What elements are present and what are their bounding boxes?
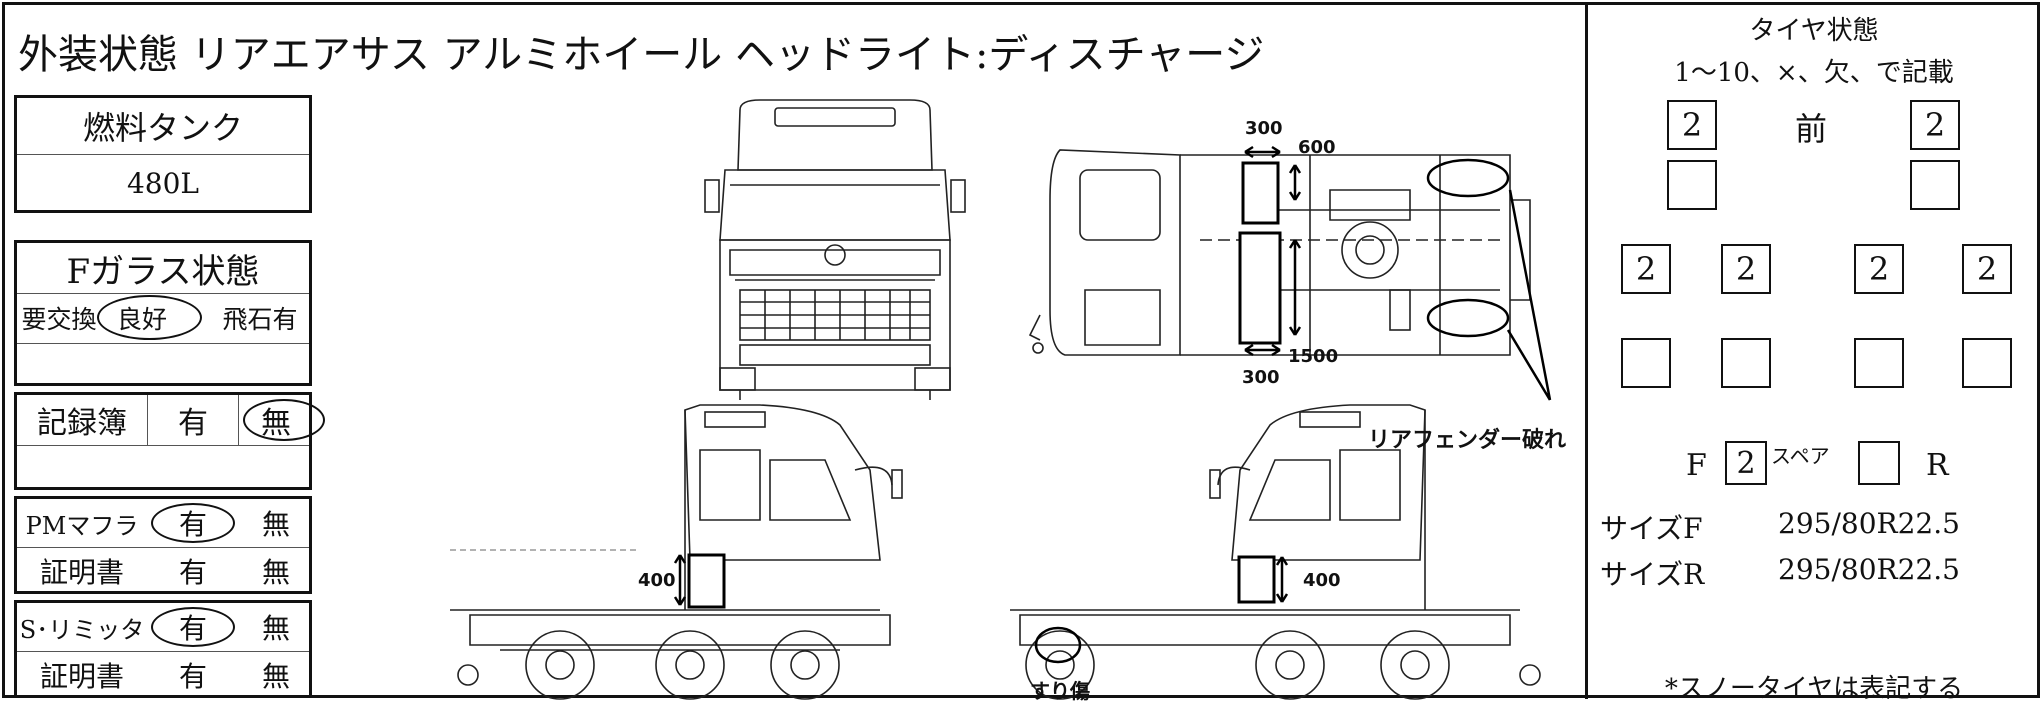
size-f-label: サイズF [1600, 512, 1703, 545]
selected-circle [151, 607, 235, 647]
dim-300-top: 300 [1245, 118, 1283, 139]
fuel-tank-box: 燃料タンク 480L [14, 95, 312, 213]
size-r-label: サイズR [1600, 558, 1705, 591]
f-glass-opt-replace: 要交換 [21, 305, 97, 334]
size-r-value: 295/80R22.5 [1778, 553, 1960, 586]
selected-circle [97, 295, 202, 340]
pm-cert-no: 無 [261, 556, 290, 589]
truck-left-side-view [450, 404, 903, 700]
s-cert-yes: 有 [178, 660, 207, 693]
s-limiter-label: S･リミッタ [19, 615, 145, 644]
selected-circle [151, 503, 235, 543]
divider [238, 395, 239, 445]
spare-f-value: 2 [1725, 441, 1767, 485]
tire-title: タイヤ状態 [1749, 16, 1879, 46]
truck-diagram [450, 99, 1552, 700]
speed-limiter-box: S･リミッタ 有 無 証明書 有 無 [14, 600, 312, 698]
tire-row3-1: 2 [1621, 244, 1671, 294]
spare-r-value [1858, 441, 1900, 485]
f-glass-label: Fガラス状態 [66, 251, 260, 292]
dim-600: 600 [1298, 137, 1336, 158]
tire-subtitle: 1～10、×、欠、で記載 [1674, 58, 1954, 88]
fuel-tank-value: 480L [126, 166, 200, 200]
dim-1500: 1500 [1288, 346, 1339, 367]
record-book-yes: 有 [178, 406, 208, 441]
tire-row4-2 [1721, 338, 1771, 388]
divider [17, 343, 309, 344]
dim-400-left: 400 [638, 570, 676, 591]
divider [17, 651, 309, 652]
tire-row2-left [1667, 160, 1717, 210]
s-cert-no: 無 [261, 660, 290, 693]
divider [17, 445, 309, 446]
page-title: 外装状態 リアエアサス アルミホイール ヘッドライト:ディスチャージ [18, 32, 1265, 78]
selected-circle [243, 399, 325, 441]
fuel-tank-label: 燃料タンク [82, 109, 243, 147]
spare-r-label: R [1926, 448, 1949, 483]
dim-300-bottom: 300 [1242, 367, 1280, 388]
divider [147, 395, 148, 445]
divider [17, 154, 309, 155]
s-limiter-no: 無 [261, 612, 290, 645]
f-glass-box: Fガラス状態 要交換 良好 飛石有 [14, 240, 312, 386]
pm-cert-label: 証明書 [39, 556, 124, 589]
tire-row3-3: 2 [1854, 244, 1904, 294]
f-glass-opt-chip: 飛石有 [222, 305, 298, 334]
tire-front-left: 2 [1667, 100, 1717, 150]
pm-muffler-label: PMマフラ [25, 511, 139, 540]
tire-row3-2: 2 [1721, 244, 1771, 294]
panel-divider [1585, 2, 1588, 699]
scratch-note: すり傷 [1030, 679, 1090, 703]
record-book-box: 記録簿 有 無 [14, 392, 325, 490]
tire-row4-3 [1854, 338, 1904, 388]
tire-row2-right [1910, 160, 1960, 210]
tire-front-label: 前 [1795, 110, 1828, 148]
tire-row4-1 [1621, 338, 1671, 388]
rear-fender-note: リアフェンダー破れ [1368, 428, 1567, 453]
s-cert-label: 証明書 [39, 660, 124, 693]
dim-400-right: 400 [1303, 570, 1341, 591]
truck-right-side-view [1010, 404, 1541, 700]
divider [17, 293, 309, 294]
pm-muffler-no: 無 [261, 508, 290, 541]
record-book-label: 記録簿 [37, 406, 127, 441]
truck-front-view [704, 99, 966, 400]
divider [17, 547, 309, 548]
pm-cert-yes: 有 [178, 556, 207, 589]
spare-f-label: F [1686, 448, 1707, 483]
truck-top-view [1028, 149, 1531, 356]
tire-row4-4 [1962, 338, 2012, 388]
pm-muffler-box: PMマフラ 有 無 証明書 有 無 [14, 496, 312, 594]
size-f-value: 295/80R22.5 [1778, 507, 1960, 540]
tire-row3-4: 2 [1962, 244, 2012, 294]
spare-label: スペア [1771, 444, 1830, 468]
tire-front-right: 2 [1910, 100, 1960, 150]
snow-tire-note: *スノータイヤは表記する [1664, 674, 1964, 704]
